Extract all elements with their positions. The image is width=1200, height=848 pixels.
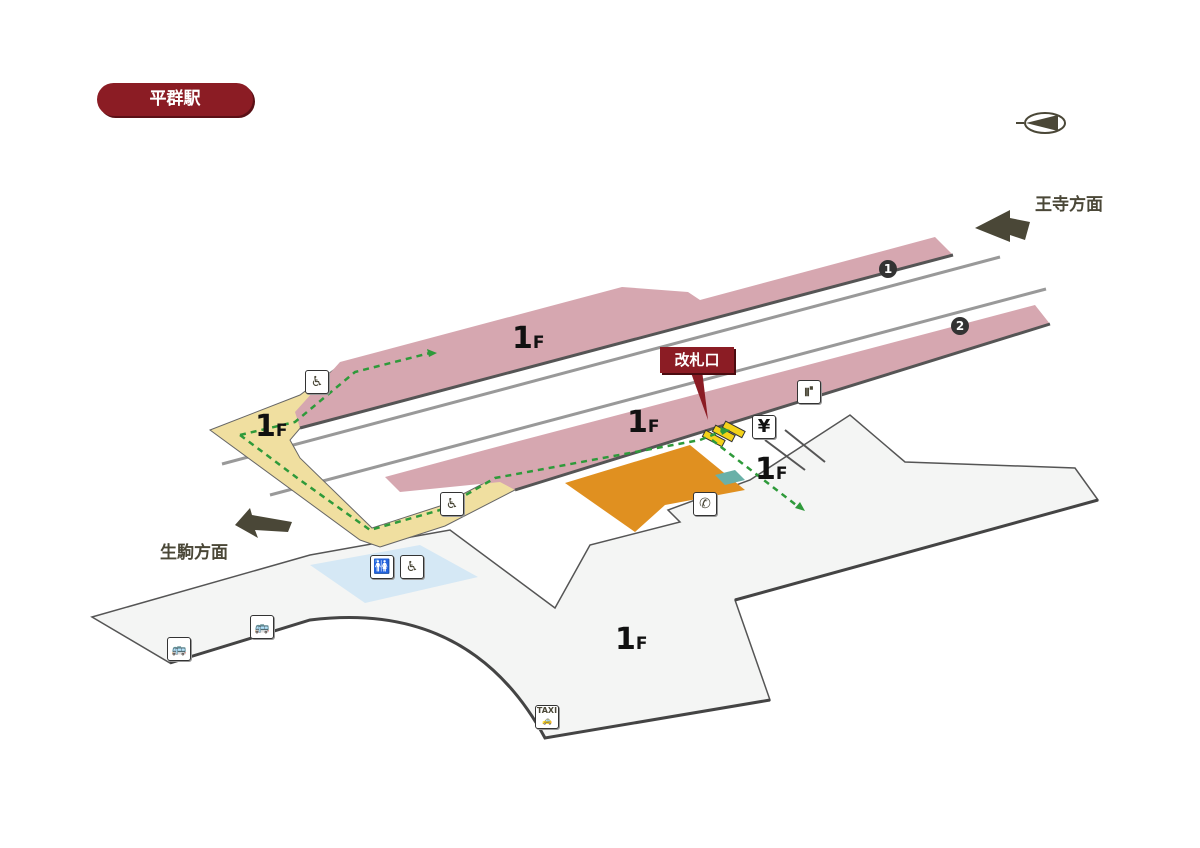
phone-icon: ✆ [693, 492, 717, 516]
bus-icon: 🚌 [167, 637, 191, 661]
wheelchair-icon: ♿ [440, 492, 464, 516]
station-name-title: 平群駅 [97, 83, 253, 116]
platform-number-2: 2 [951, 317, 969, 335]
ticket-gate-label: 改札口 [660, 347, 734, 373]
floor-label: 1F [615, 622, 648, 657]
concourse-edge [169, 616, 771, 740]
restroom-area [310, 545, 478, 603]
wheelchair-icon: ♿ [400, 555, 424, 579]
bus-icon: 🚌 [250, 615, 274, 639]
platform-1 [295, 237, 953, 428]
yen-icon: ¥ [752, 415, 776, 439]
floor-label: 1F [627, 405, 660, 440]
taxi-icon: TAXI🚕 [535, 705, 559, 729]
direction-oji: 王寺方面 [1035, 195, 1103, 215]
arrow-west [235, 508, 292, 538]
restroom-icon: 🚻 [370, 555, 394, 579]
floor-label: 1F [255, 409, 288, 444]
floor-label: 1F [755, 452, 788, 487]
track-line [221, 255, 1001, 466]
direction-ikoma: 生駒方面 [160, 543, 228, 563]
waiting-area-icon: ⑈ [797, 380, 821, 404]
floor-label: 1F [512, 321, 545, 356]
platform-number-1: 1 [879, 260, 897, 278]
concourse-edge [734, 498, 1099, 602]
compass-icon [1016, 112, 1066, 134]
arrow-east [975, 210, 1030, 242]
platform-2 [385, 305, 1050, 492]
track-line [269, 287, 1047, 497]
station-building [565, 445, 745, 532]
wheelchair-icon: ♿ [305, 370, 329, 394]
